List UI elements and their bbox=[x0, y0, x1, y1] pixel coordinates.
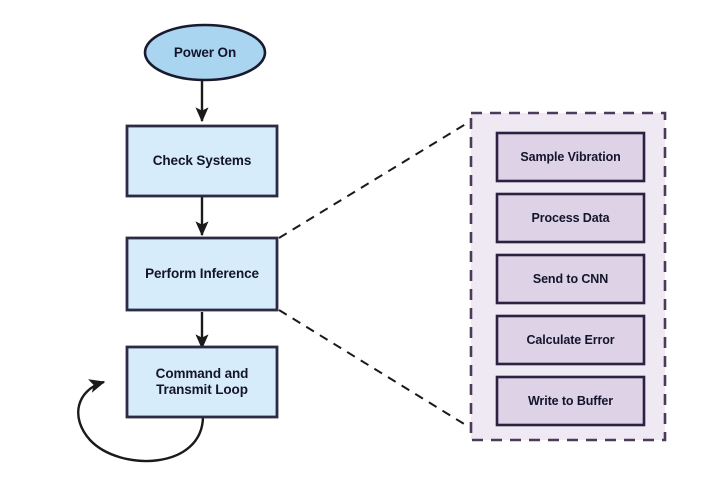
detail-link-lower bbox=[278, 309, 470, 428]
detail-link-upper bbox=[278, 121, 470, 239]
substep-box-4[interactable] bbox=[495, 375, 646, 427]
substep-box-2[interactable] bbox=[495, 253, 646, 305]
node-command-transmit-loop[interactable] bbox=[125, 345, 279, 419]
substep-box-1[interactable] bbox=[495, 192, 646, 244]
self-loop-connector bbox=[77, 379, 205, 463]
node-power-on[interactable] bbox=[143, 23, 267, 82]
substep-box-3[interactable] bbox=[495, 314, 646, 366]
substep-box-0[interactable] bbox=[495, 131, 646, 183]
node-check-systems[interactable] bbox=[125, 124, 279, 198]
node-perform-inference[interactable] bbox=[125, 236, 279, 312]
